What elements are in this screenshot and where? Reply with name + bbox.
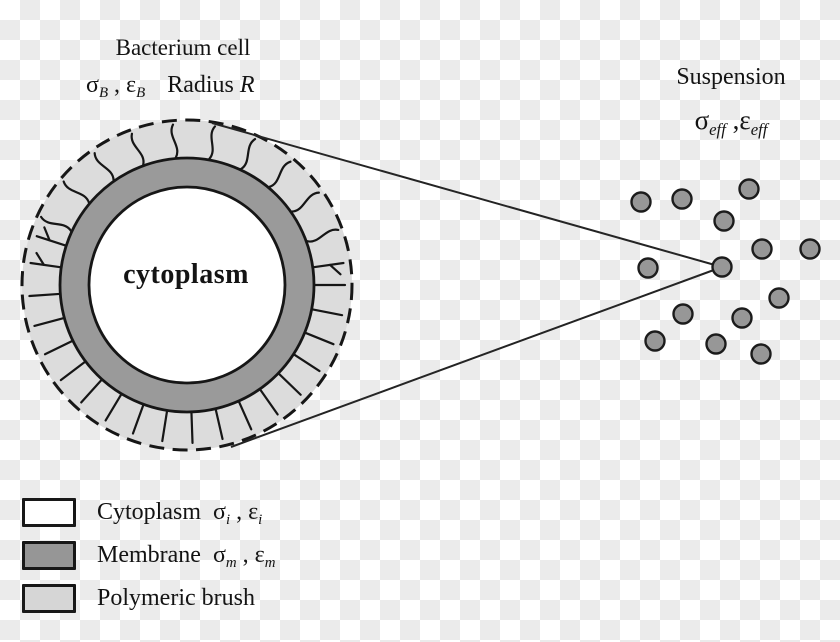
zoom-connector-line <box>230 266 723 448</box>
cytoplasm-swatch <box>22 497 76 527</box>
brush-strand <box>43 340 74 356</box>
brush-strand-wavy <box>290 191 320 213</box>
radius-label: Radius <box>167 72 240 98</box>
brush-strand <box>312 261 345 269</box>
radius-symbol: R <box>239 72 255 98</box>
brush-strand-wavy <box>268 160 292 189</box>
suspension-title: Suspension <box>676 64 786 90</box>
brush-strand-wavy <box>62 180 91 204</box>
polymeric-brush-swatch <box>22 583 76 613</box>
brush-strand <box>304 331 335 346</box>
suspension-particle <box>768 287 790 309</box>
sigma-m-symbol: σ <box>212 541 226 568</box>
suspension-particle <box>799 238 821 260</box>
brush-strand <box>161 410 169 443</box>
brush-strand <box>259 388 279 416</box>
brush-strand-wavy <box>93 152 115 182</box>
polymeric-brush-legend-label: Polymeric brush <box>97 584 255 611</box>
brush-strand <box>104 393 123 422</box>
brush-strand-wavy <box>306 228 340 243</box>
suspension-particle <box>738 178 760 200</box>
brush-strand-wavy <box>130 132 145 166</box>
brush-strand-wavy <box>170 123 179 159</box>
suspension-particle <box>711 256 733 278</box>
suspension-particle <box>751 238 773 260</box>
brush-strand <box>311 308 344 317</box>
sigma-eff-symbol: σ <box>694 105 710 135</box>
epsilon-m-subscript: m <box>264 554 276 571</box>
brush-strand <box>293 353 321 373</box>
suspension-particle <box>731 307 753 329</box>
brush-strand <box>277 372 302 396</box>
bacterium-cell-title: Bacterium cell <box>115 35 251 60</box>
sigma-b-symbol: σ <box>86 72 99 98</box>
brush-strand-wavy <box>239 137 257 171</box>
epsilon-b-subscript: B <box>136 85 146 102</box>
sigma-m-subscript: m <box>225 554 237 571</box>
epsilon-b-symbol: ε <box>126 72 137 98</box>
sigma-i-symbol: σ <box>213 498 226 525</box>
epsilon-eff-subscript: eff <box>750 119 768 139</box>
suspension-particle <box>713 210 735 232</box>
brush-strand-branch <box>35 251 46 266</box>
cytoplasm-label: cytoplasm <box>123 259 249 290</box>
brush-strand <box>59 360 86 382</box>
suspension-particle <box>644 330 666 352</box>
cytoplasm-params: σi , εi <box>213 498 263 528</box>
suspension-particle <box>705 333 727 355</box>
brush-strand <box>131 404 145 435</box>
brush-strand-branch <box>43 226 51 242</box>
suspension-particle <box>672 303 694 325</box>
zoom-connector-line <box>211 122 723 268</box>
brush-strand <box>28 292 61 298</box>
legend-row-polymeric-brush: Polymeric brush <box>22 583 275 613</box>
suspension-parameters: σeff ,εeff <box>694 105 768 139</box>
brush-strand <box>237 400 253 431</box>
suspension-particle <box>750 343 772 365</box>
cytoplasm-circle <box>87 185 287 385</box>
membrane-swatch <box>22 540 76 570</box>
brush-strand-branch <box>328 263 342 276</box>
suspension-particle <box>671 188 693 210</box>
brush-strand <box>35 235 67 247</box>
sigma-eff-subscript: eff <box>709 119 726 139</box>
brush-strand <box>80 379 103 404</box>
epsilon-i-subscript: i <box>258 511 263 528</box>
brush-strand <box>33 317 65 327</box>
suspension-particle <box>630 191 652 213</box>
epsilon-eff-symbol: ε <box>739 105 751 135</box>
param-separator: , <box>108 72 127 98</box>
brush-strand-wavy <box>39 215 73 233</box>
brush-strand <box>214 408 224 441</box>
sigma-i-subscript: i <box>225 511 231 528</box>
sigma-b-subscript: B <box>98 85 109 102</box>
membrane-params: σm , εm <box>212 541 276 571</box>
brush-strand-wavy <box>208 125 217 161</box>
epsilon-m-symbol: ε <box>254 541 265 568</box>
param-separator: , <box>725 105 740 135</box>
brush-strand <box>29 261 62 269</box>
suspension-particle <box>637 257 659 279</box>
brush-strand <box>190 411 194 445</box>
epsilon-i-symbol: ε <box>248 498 259 525</box>
